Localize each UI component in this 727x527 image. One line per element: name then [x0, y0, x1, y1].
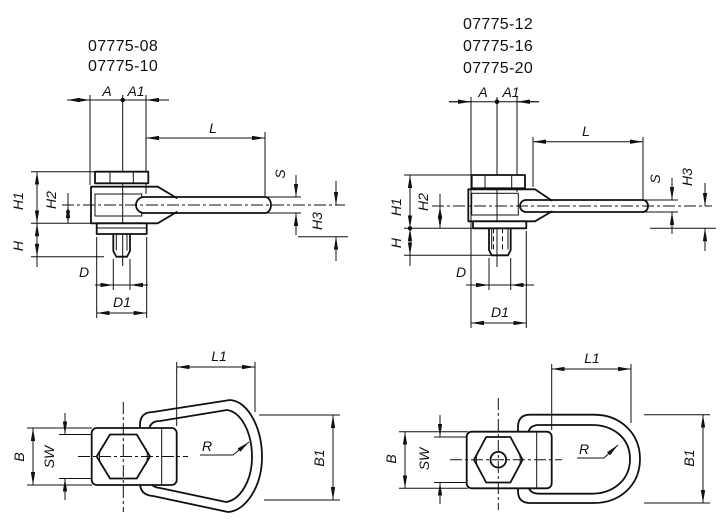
part-geometry [62, 170, 345, 258]
dimension-origin-dot [120, 97, 125, 103]
top-view-large: L1 B SW B1 R [383, 350, 710, 510]
loop-inner [148, 409, 253, 503]
dim-label-A1: A1 [126, 83, 144, 99]
dim-label-H3: H3 [679, 168, 695, 186]
part-geometry [450, 398, 641, 510]
part-number: 07775-16 [463, 38, 533, 55]
dim-label-H: H [388, 237, 404, 248]
thread-lines [491, 228, 509, 250]
dim-label-H1: H1 [10, 192, 26, 210]
dim-label-D1: D1 [491, 304, 509, 320]
threaded-stud [112, 233, 131, 258]
dim-label-R: R [202, 438, 212, 454]
dim-label-S: S [272, 169, 288, 179]
hex-nut-flats [484, 175, 513, 189]
dimensions: A A1 L S H3 H1 H2 H D D1 [388, 84, 708, 326]
dim-label-D1: D1 [113, 294, 131, 310]
extension-lines [31, 95, 348, 318]
collar [472, 220, 528, 230]
dim-label-L1: L1 [211, 348, 227, 364]
side-view-small: 07775-08 07775-10 [10, 38, 348, 318]
hex-nut-side [470, 174, 526, 190]
part-number: 07775-12 [463, 16, 533, 33]
dimension-origin-dot [494, 99, 500, 104]
dim-label-H2: H2 [43, 191, 59, 209]
dim-label-SW: SW [416, 446, 432, 470]
dim-label-B: B [11, 452, 27, 461]
clevis-body [467, 188, 553, 223]
thread-lines [115, 234, 128, 251]
dimensions: L1 B SW B1 R [383, 350, 706, 504]
dim-label-B1: B1 [311, 449, 327, 466]
dim-label-L: L [209, 120, 217, 136]
top-view-small: L1 B SW B1 R [11, 348, 340, 513]
radius-leader [577, 444, 619, 459]
dim-label-H: H [10, 240, 26, 251]
dim-label-A: A [101, 83, 111, 99]
dimensions: L1 B SW B1 R [11, 348, 336, 500]
dim-label-B: B [383, 454, 399, 463]
hidden-hole-lines [493, 228, 503, 251]
dim-label-H2: H2 [415, 193, 431, 211]
dim-label-D: D [79, 264, 89, 280]
dim-label-L: L [582, 123, 590, 139]
dim-label-A1: A1 [501, 84, 519, 100]
collar [95, 222, 148, 235]
dim-label-H3: H3 [309, 212, 325, 230]
loop-outer [139, 399, 263, 513]
dim-label-D: D [456, 264, 466, 280]
loop-outer [517, 413, 641, 504]
threaded-stud [488, 227, 512, 257]
extension-lines [27, 362, 340, 501]
dimensions: A A1 L S H3 H1 H2 H D D1 [10, 83, 339, 316]
extension-lines [399, 364, 710, 504]
dim-label-H1: H1 [388, 198, 404, 216]
radius-leader [200, 441, 250, 456]
hex-nut-flats [109, 171, 134, 184]
hex-nut-side [94, 170, 150, 185]
dim-label-S: S [647, 174, 663, 184]
part-number: 07775-20 [463, 60, 533, 77]
dim-label-L1: L1 [584, 350, 600, 366]
part-number: 07775-10 [88, 58, 158, 75]
dim-label-A: A [477, 84, 487, 100]
dim-label-SW: SW [41, 444, 57, 468]
dim-label-B1: B1 [681, 449, 697, 466]
dim-label-R: R [579, 441, 589, 457]
part-number: 07775-08 [88, 38, 158, 55]
side-view-large: 07775-12 07775-16 07775-20 [388, 16, 716, 328]
part-geometry [78, 399, 263, 513]
part-geometry [432, 174, 712, 257]
clevis-slot [471, 192, 519, 216]
